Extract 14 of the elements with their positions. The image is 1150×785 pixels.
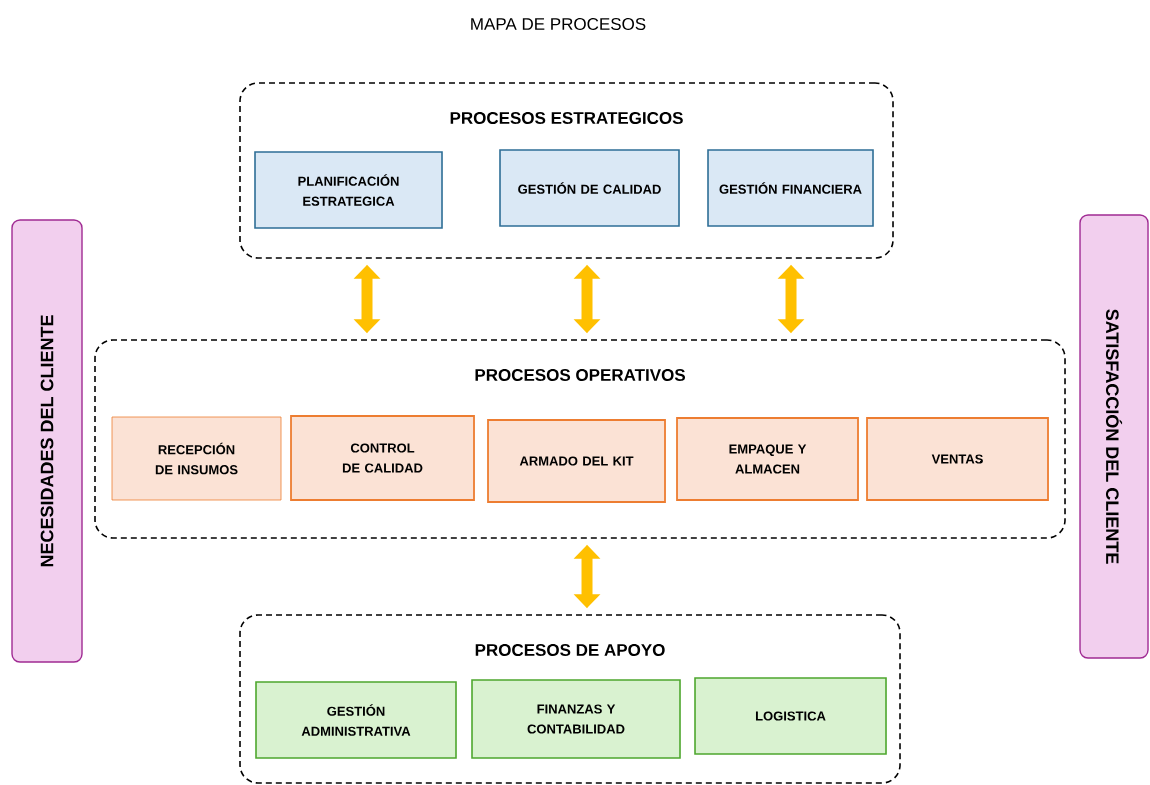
inner-box: GESTIÓN DE CALIDAD	[499, 149, 680, 227]
inner-box: FINANZAS Y CONTABILIDAD	[471, 679, 681, 759]
inner-box: EMPAQUE Y ALMACEN	[676, 417, 859, 501]
inner-box: GESTIÓN FINANCIERA	[707, 149, 874, 227]
inner-box: RECEPCIÓN DE INSUMOS	[111, 416, 282, 501]
inner-box: LOGISTICA	[694, 677, 887, 755]
inner-box: ARMADO DEL KIT	[487, 419, 666, 503]
inner-box: GESTIÓN ADMINISTRATIVA	[255, 681, 457, 759]
inner-box: CONTROL DE CALIDAD	[290, 415, 475, 501]
title: MAPA DE PROCESOS	[471, 18, 646, 31]
side-band: SATISFACCIÓN DEL CLIENTE	[1079, 214, 1149, 659]
side-band: NECESIDADES DEL CLIENTE	[11, 219, 83, 663]
inner-box: PLANIFICACIÓN ESTRATEGICA	[254, 151, 443, 229]
inner-box: VENTAS	[866, 417, 1049, 501]
